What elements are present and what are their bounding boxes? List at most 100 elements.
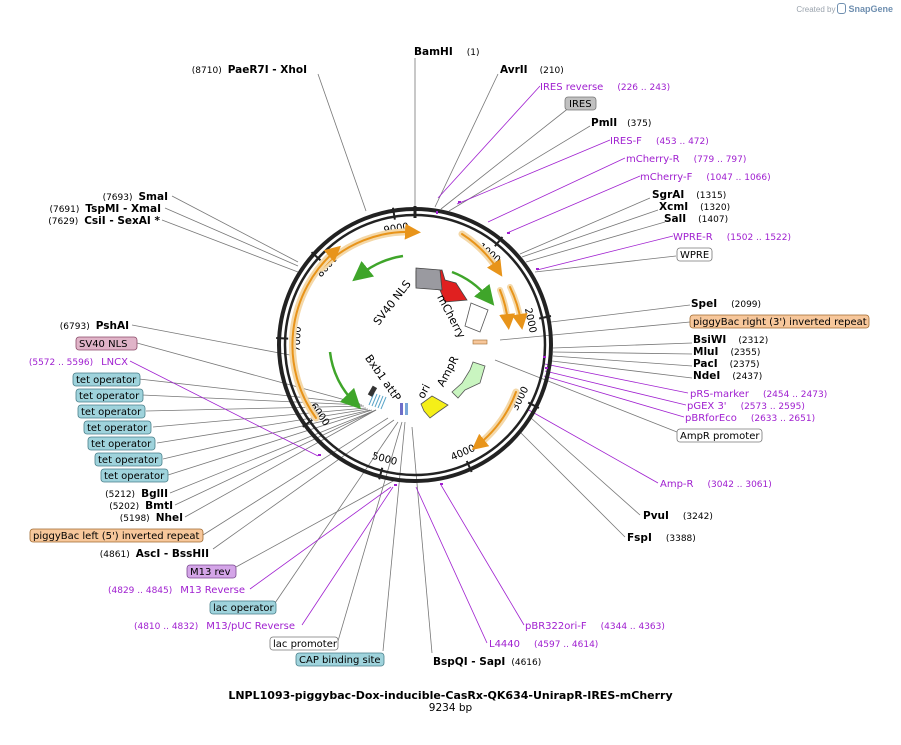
site-label[interactable]: SgrAI(1315) [652,189,726,201]
lac-region-mark-1 [400,403,403,415]
site-label[interactable]: BspQI - SapI(4616) [433,656,541,668]
site-label[interactable]: SalI(1407) [664,213,728,225]
primer-label[interactable]: pBRforEco(2633 .. 2651) [685,413,815,424]
tick-label: 5000 [371,451,398,468]
backbone-inner-ring [283,213,547,477]
svg-text:lac promoter: lac promoter [273,639,338,650]
primer-label[interactable]: (5572 .. 5596)LNCX [29,357,128,368]
feature-label[interactable]: piggyBac left (5') inverted repeat [29,528,204,543]
feature-label[interactable]: tet operator [100,468,169,483]
site-label[interactable]: (5198)NheI [120,512,183,524]
svg-text:tet operator: tet operator [76,375,137,386]
feature-label[interactable]: lac operator [209,600,277,615]
ampr-label: AmpR [434,353,461,388]
tick-mark [302,418,313,428]
feature-label[interactable]: CAP binding site [295,652,385,667]
tick-mark [465,460,473,473]
backbone-outer-ring [277,207,553,483]
site-label[interactable]: PmlI(375) [591,117,651,129]
credit-brand: SnapGene [848,4,893,14]
primer-label[interactable]: (4829 .. 4845)M13 Reverse [108,585,245,596]
site-label[interactable]: NdeI(2437) [693,370,762,382]
svg-text:piggyBac right (3') inverted r: piggyBac right (3') inverted repeat [693,317,867,328]
primer-label[interactable]: L4440(4597 .. 4614) [489,639,598,650]
site-label[interactable]: (8710)PaeR7I - XhoI [192,64,307,76]
outer-feature-arcs [289,223,528,451]
site-label[interactable]: BamHI(1) [414,46,479,58]
tet-operator-cluster [368,392,387,410]
site-label[interactable]: PacI(2375) [693,358,760,370]
svg-text:tet operator: tet operator [79,391,140,402]
primer-site-markers [318,201,548,486]
inner-orfs [367,267,489,419]
plasmid-title: LNPL1093-piggybac-Dox-inducible-CasRx-QK… [228,689,673,702]
bxb1-block [367,385,378,397]
svg-text:CAP binding site: CAP binding site [299,655,381,666]
site-label[interactable]: MluI(2355) [693,346,760,358]
feature-label[interactable]: IRES [564,96,597,111]
svg-text:tet operator: tet operator [98,455,159,466]
site-label[interactable]: (6793)PshAI [60,320,129,332]
primer-label[interactable]: IRES-F(453 .. 472) [610,136,709,147]
primer-label[interactable]: IRES reverse(226 .. 243) [540,82,670,93]
site-label[interactable]: SpeI(2099) [691,298,761,310]
site-label[interactable]: BsiWI(2312) [693,334,768,346]
feature-label[interactable]: tet operator [87,436,156,451]
svg-text:tet operator: tet operator [87,423,148,434]
primer-label[interactable]: mCherry-R(779 .. 797) [626,154,746,165]
site-label[interactable]: (5212)BglII [105,488,168,500]
feature-label[interactable]: tet operator [75,388,144,403]
feature-label[interactable]: AmpR promoter [676,428,763,443]
feature-label[interactable]: tet operator [77,404,146,419]
site-label[interactable]: (7691)TspMI - XmaI [49,203,161,215]
site-label[interactable]: (5202)BmtI [109,500,173,512]
site-label[interactable]: (7629)CsiI - SexAI * [48,215,160,227]
primer-label[interactable]: pRS-marker(2454 .. 2473) [690,389,827,400]
snapgene-credit: Created by SnapGene [796,3,893,14]
site-labels: BamHI(1) AvrII(210) IRES reverse(226 .. … [29,46,870,668]
site-label[interactable]: (4861)AscI - BssHII [100,548,209,560]
svg-text:tet operator: tet operator [91,439,152,450]
tick-mark [276,336,289,340]
tick-mark [378,467,384,480]
feature-label[interactable]: tet operator [83,420,152,435]
site-label[interactable]: PvuI(3242) [643,510,713,522]
pb-right-mark [472,339,488,345]
feature-label[interactable]: M13 rev [186,564,237,579]
site-label[interactable]: (7693)SmaI [103,191,168,203]
credit-prefix: Created by [796,5,836,14]
primer-label[interactable]: mCherry-F(1047 .. 1066) [640,172,771,183]
primer-label[interactable]: (4810 .. 4832)M13/pUC Reverse [134,621,295,632]
primer-label[interactable]: pGEX 3'(2573 .. 2595) [687,401,805,412]
svg-text:WPRE: WPRE [680,250,709,261]
svg-text:tet operator: tet operator [104,471,165,482]
feature-label[interactable]: lac promoter [269,636,339,651]
leader-lines [131,58,693,654]
wpre-block [464,302,489,333]
svg-text:lac operator: lac operator [213,603,274,614]
site-label[interactable]: XcmI(1320) [659,201,730,213]
tick-mark [391,207,396,220]
lac-region-mark-2 [405,403,408,415]
snapgene-logo-icon [837,3,847,14]
ori-label: ori [415,382,433,401]
site-label[interactable]: FspI(3388) [627,532,696,544]
feature-label[interactable]: WPRE [676,247,713,262]
feature-label[interactable]: SV40 NLS [75,336,138,351]
feature-label[interactable]: tet operator [72,372,141,387]
primer-label[interactable]: WPRE-R(1502 .. 1522) [673,232,791,243]
primer-leader-lines [129,85,689,644]
feature-label[interactable]: piggyBac right (3') inverted repeat [689,314,870,329]
feature-label[interactable]: tet operator [94,452,163,467]
primer-label[interactable]: Amp-R(3042 .. 3061) [660,479,772,490]
sv40-nls-label: SV40 NLS [371,278,414,328]
primer-label[interactable]: pBR322ori-F(4344 .. 4363) [525,621,665,632]
tick-mark [310,251,322,261]
site-label[interactable]: AvrII(210) [500,64,564,76]
svg-text:M13 rev: M13 rev [190,567,231,578]
svg-text:tet operator: tet operator [81,407,142,418]
tick-mark [539,315,552,320]
ires-block [415,267,443,291]
svg-text:SV40 NLS: SV40 NLS [79,339,128,350]
